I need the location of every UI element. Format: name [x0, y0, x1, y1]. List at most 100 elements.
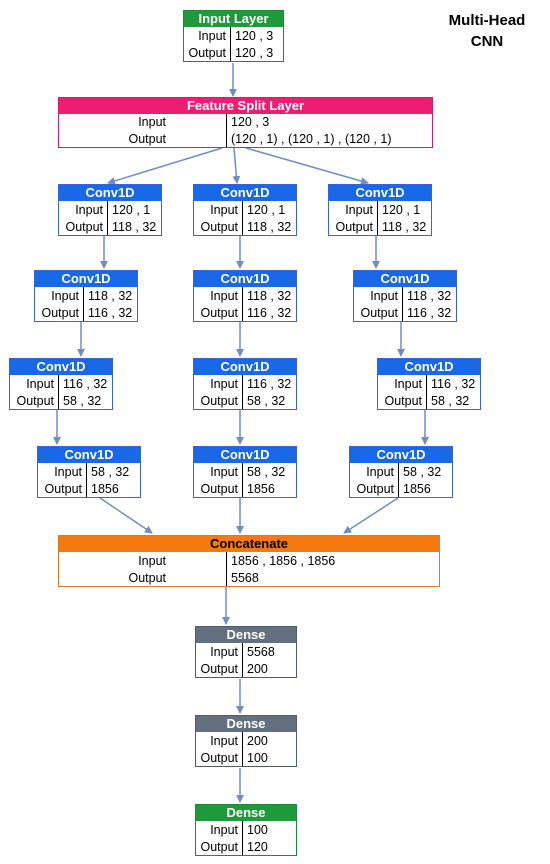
output-label: Output: [335, 219, 373, 234]
output-value: 58 , 32: [242, 392, 296, 409]
output-value: 1856: [242, 480, 296, 497]
feature-split-node: Feature Split Layer Input 120 , 3 Output…: [58, 97, 433, 148]
node-title: Conv1D: [378, 359, 480, 375]
output-value: 120: [242, 838, 296, 855]
title-line-2: CNN: [470, 33, 504, 50]
output-label: Output: [384, 393, 422, 408]
output-value: 116 , 32: [83, 304, 137, 321]
output-label: Output: [128, 131, 166, 146]
node-title: Feature Split Layer: [59, 98, 432, 114]
output-value: 100: [242, 749, 296, 766]
title-line-1: Multi-Head: [448, 12, 526, 29]
input-label: Input: [210, 202, 238, 217]
input-label: Input: [210, 464, 238, 479]
node-title: Conv1D: [194, 271, 296, 287]
arrow-h1-to-concat: [99, 497, 153, 534]
input-value: 120 , 3: [226, 114, 432, 131]
input-label: Input: [75, 202, 103, 217]
output-value: 118 , 32: [107, 218, 161, 235]
output-value: 1856: [398, 480, 452, 497]
input-value: 118 , 32: [242, 287, 296, 304]
output-value: 1856: [86, 480, 140, 497]
output-label: Output: [44, 481, 82, 496]
node-title: Conv1D: [194, 359, 296, 375]
head2-conv1d-2: Conv1D Input 118 , 32 Output 116 , 32: [193, 270, 297, 322]
head2-conv1d-3: Conv1D Input 116 , 32 Output 58 , 32: [193, 358, 297, 410]
output-label: Output: [200, 661, 238, 676]
input-label: Input: [366, 464, 394, 479]
input-label: Input: [210, 733, 238, 748]
dense-node-1: Dense Input 5568 Output 200: [195, 626, 297, 678]
node-title: Dense: [196, 805, 296, 821]
concatenate-node: Concatenate Input 1856 , 1856 , 1856 Out…: [58, 535, 440, 587]
node-title: Conv1D: [350, 447, 452, 463]
node-title: Conv1D: [194, 185, 296, 201]
head3-conv1d-2: Conv1D Input 118 , 32 Output 116 , 32: [353, 270, 457, 322]
arrow-split-to-head2: [232, 147, 241, 184]
arrow-split-to-head1: [107, 147, 223, 185]
output-label: Output: [16, 393, 54, 408]
input-label: Input: [210, 822, 238, 837]
output-label: Output: [200, 481, 238, 496]
output-label: Output: [200, 305, 238, 320]
input-value: 118 , 32: [83, 287, 137, 304]
input-label: Input: [210, 644, 238, 659]
node-title: Input Layer: [184, 11, 283, 27]
output-label: Output: [41, 305, 79, 320]
input-value: 120 , 1: [107, 201, 161, 218]
node-title: Conv1D: [35, 271, 137, 287]
input-value: 120 , 3: [230, 27, 283, 44]
diagram-title: Multi-Head CNN: [432, 10, 542, 52]
output-value: 116 , 32: [242, 304, 296, 321]
input-label: Input: [51, 288, 79, 303]
input-label: Input: [370, 288, 398, 303]
node-title: Conv1D: [10, 359, 112, 375]
head2-conv1d-1: Conv1D Input 120 , 1 Output 118 , 32: [193, 184, 297, 236]
head1-conv1d-4: Conv1D Input 58 , 32 Output 1856: [37, 446, 141, 498]
output-value: 118 , 32: [242, 218, 296, 235]
output-value: 5568: [226, 569, 439, 586]
output-label: Output: [356, 481, 394, 496]
input-value: 120 , 1: [377, 201, 431, 218]
output-value: 200: [242, 660, 296, 677]
input-value: 118 , 32: [402, 287, 456, 304]
head3-conv1d-4: Conv1D Input 58 , 32 Output 1856: [349, 446, 453, 498]
dense-node-2: Dense Input 200 Output 100: [195, 715, 297, 767]
input-value: 200: [242, 732, 296, 749]
node-title: Dense: [196, 716, 296, 732]
input-value: 116 , 32: [242, 375, 296, 392]
input-value: 58 , 32: [398, 463, 452, 480]
node-title: Conv1D: [38, 447, 140, 463]
arrow-h3-to-concat: [343, 497, 399, 534]
output-value: 120 , 3: [230, 44, 283, 61]
head1-conv1d-2: Conv1D Input 118 , 32 Output 116 , 32: [34, 270, 138, 322]
input-layer-node: Input Layer Input 120 , 3 Output 120 , 3: [183, 10, 284, 62]
arrow-split-to-head3: [245, 147, 369, 185]
output-value: 116 , 32: [402, 304, 456, 321]
input-value: 116 , 32: [58, 375, 112, 392]
input-label: Input: [54, 464, 82, 479]
output-label: Output: [200, 839, 238, 854]
input-value: 5568: [242, 643, 296, 660]
output-label: Output: [360, 305, 398, 320]
input-value: 100: [242, 821, 296, 838]
output-label: Output: [200, 750, 238, 765]
input-value: 116 , 32: [426, 375, 480, 392]
head3-conv1d-1: Conv1D Input 120 , 1 Output 118 , 32: [328, 184, 432, 236]
output-value: 118 , 32: [377, 218, 431, 235]
output-value: (120 , 1) , (120 , 1) , (120 , 1): [226, 130, 432, 147]
head1-conv1d-3: Conv1D Input 116 , 32 Output 58 , 32: [9, 358, 113, 410]
head3-conv1d-3: Conv1D Input 116 , 32 Output 58 , 32: [377, 358, 481, 410]
input-label: Input: [210, 376, 238, 391]
input-value: 1856 , 1856 , 1856: [226, 552, 439, 569]
input-value: 58 , 32: [242, 463, 296, 480]
input-label: Input: [345, 202, 373, 217]
output-value: 58 , 32: [426, 392, 480, 409]
input-label: Input: [198, 28, 226, 43]
head2-conv1d-4: Conv1D Input 58 , 32 Output 1856: [193, 446, 297, 498]
output-value: 58 , 32: [58, 392, 112, 409]
input-label: Input: [138, 115, 166, 130]
head1-conv1d-1: Conv1D Input 120 , 1 Output 118 , 32: [58, 184, 162, 236]
input-label: Input: [26, 376, 54, 391]
